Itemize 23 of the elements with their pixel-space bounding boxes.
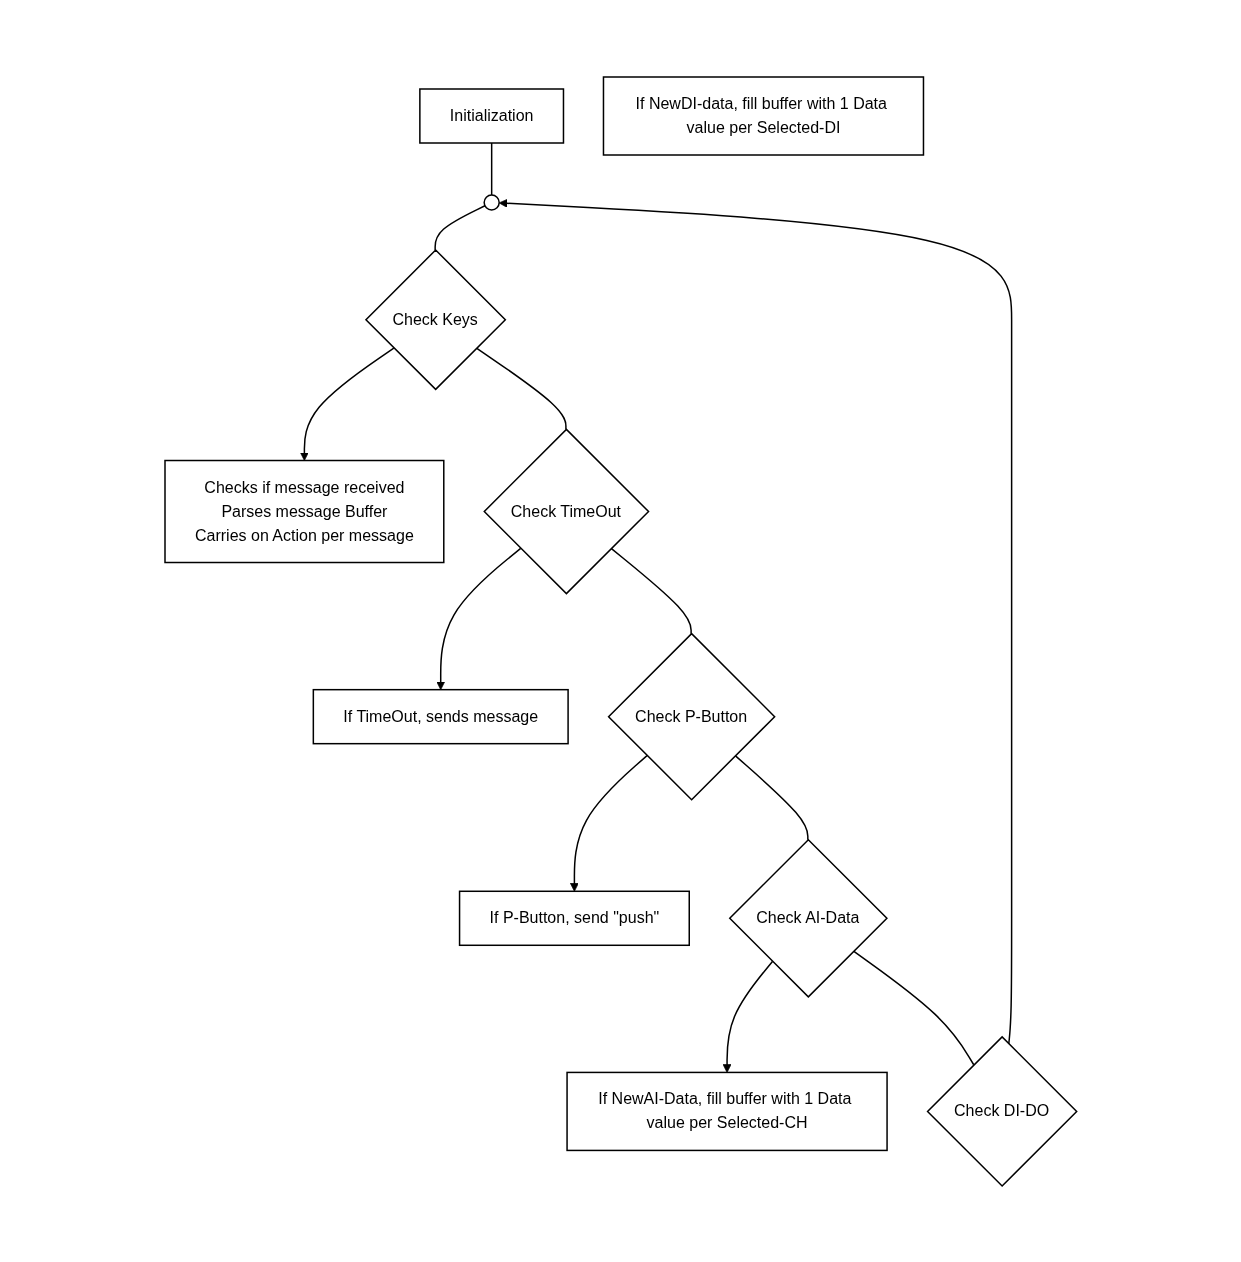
node-diamond: Check P-Button	[607, 632, 776, 801]
node-diamond: Check Keys	[364, 248, 507, 390]
connector	[490, 141, 493, 196]
arrow	[569, 754, 648, 892]
node-box: Checks if message received Parses message Buffer Carries on Action per message	[163, 459, 445, 563]
node-box: If NewAI-Data, fill buffer with 1 Data value per Selected-CH	[565, 1071, 888, 1151]
arrow	[435, 547, 522, 690]
connector	[734, 754, 809, 840]
node-box: If NewDI-data, fill buffer with 1 Data value per Selected-DI	[602, 75, 924, 156]
arrow	[498, 198, 1013, 1045]
node-box: If TimeOut, sends message	[312, 688, 569, 744]
arrow	[299, 346, 395, 461]
node-diamond: Check TimeOut	[482, 427, 650, 595]
connector	[434, 204, 486, 251]
node-diamond: Check DI-DO	[926, 1035, 1078, 1187]
arrow	[722, 960, 773, 1073]
connector	[475, 346, 567, 430]
node-diamond: Check AI-Data	[728, 838, 888, 998]
node-box: Initialization	[418, 87, 564, 144]
node-box: If P-Button, send "push"	[458, 890, 690, 946]
node-circle	[483, 193, 500, 211]
connector	[852, 949, 975, 1065]
connector	[610, 547, 692, 634]
